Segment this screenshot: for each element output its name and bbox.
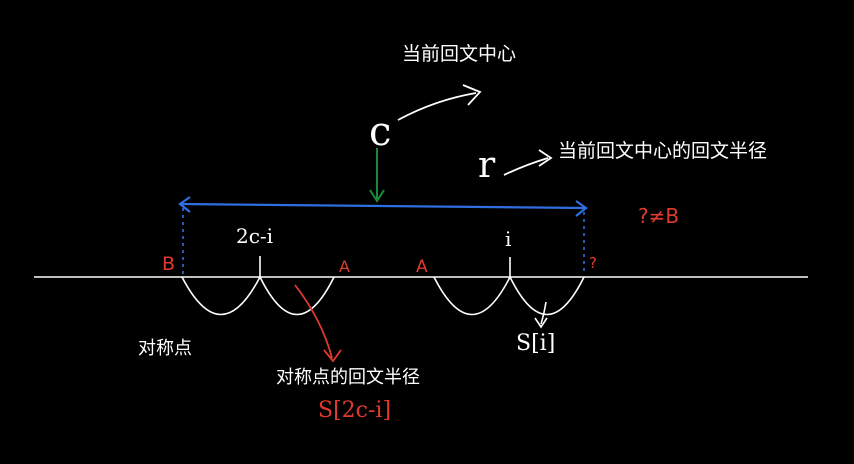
left-a-label: A bbox=[339, 257, 350, 276]
left-arc-1 bbox=[181, 276, 261, 316]
radius-title-arrow bbox=[503, 157, 549, 176]
range-arrow-shaft bbox=[179, 202, 587, 210]
s-i-label: S[i] bbox=[516, 331, 556, 356]
center-title-arrow-head bbox=[462, 84, 482, 106]
left-arc-2 bbox=[259, 276, 335, 316]
i-index-label: i bbox=[505, 227, 512, 251]
s-i-arrow bbox=[540, 301, 547, 325]
center-title-arrow bbox=[397, 92, 477, 121]
s-i-arrow-head bbox=[534, 317, 548, 329]
right-arc-2 bbox=[509, 276, 585, 316]
mirror-index-label: 2c-i bbox=[236, 224, 274, 248]
mirror-point-label: 对称点 bbox=[138, 338, 192, 359]
radius-title: 当前回文中心的回文半径 bbox=[558, 140, 768, 162]
range-arrow-right-head bbox=[575, 200, 588, 217]
right-a-label: A bbox=[416, 257, 428, 277]
left-b-label: B bbox=[162, 253, 176, 275]
inequality-label: ?≠B bbox=[638, 204, 680, 228]
right-q-label: ? bbox=[589, 254, 597, 272]
right-arc-1 bbox=[433, 276, 511, 316]
radius-symbol: r bbox=[478, 145, 496, 186]
center-arrow-head bbox=[369, 189, 385, 203]
center-symbol: c bbox=[369, 109, 392, 155]
mirror-radius-label: 对称点的回文半径 bbox=[276, 367, 420, 388]
radius-title-arrow-head bbox=[538, 149, 553, 167]
mirror-radius-arrow-head bbox=[323, 349, 342, 363]
s-mirror-label: S[2c-i] bbox=[318, 398, 392, 423]
center-title: 当前回文中心 bbox=[402, 43, 517, 65]
range-arrow-left-head bbox=[178, 196, 191, 213]
mirror-radius-arrow bbox=[294, 284, 333, 359]
